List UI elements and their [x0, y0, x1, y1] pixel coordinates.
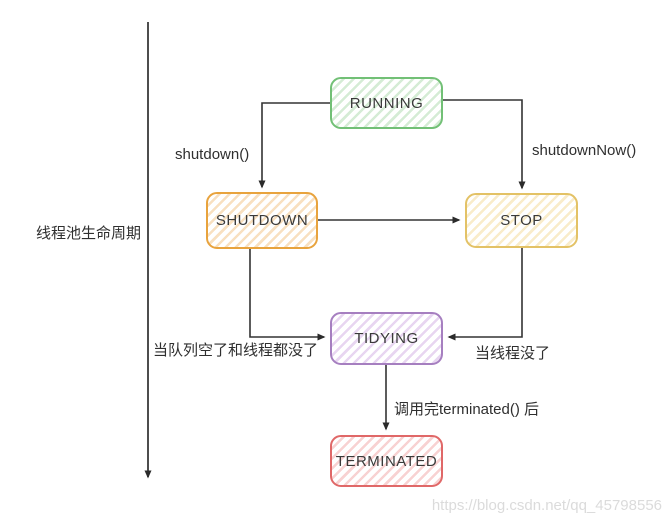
edge-label-threads-gone: 当线程没了 — [475, 345, 551, 362]
state-node-running: RUNNING — [330, 77, 443, 129]
state-node-shutdown: SHUTDOWN — [206, 192, 318, 249]
edge-running-to-shutdown — [258, 102, 330, 189]
edge-stop-to-tidying — [447, 248, 523, 341]
lifecycle-axis-label: 线程池生命周期 — [36, 225, 142, 242]
edge-label-shutdownnow-call: shutdownNow() — [532, 142, 637, 159]
state-node-tidying: TIDYING — [330, 312, 443, 365]
state-label-stop: STOP — [500, 212, 543, 229]
state-label-shutdown: SHUTDOWN — [215, 212, 309, 229]
state-label-terminated: TERMINATED — [335, 452, 438, 470]
edge-label-queue-empty-threads-gone: 当队列空了和线程都没了 — [153, 342, 319, 359]
state-label-running: RUNNING — [349, 94, 424, 112]
edge-label-terminated-call: 调用完terminated() 后 — [394, 401, 540, 418]
state-node-stop: STOP — [465, 193, 578, 248]
watermark-url: https://blog.csdn.net/qq_45798556 — [431, 497, 662, 514]
edge-label-shutdown-call: shutdown() — [175, 146, 250, 163]
state-label-tidying: TIDYING — [354, 330, 419, 347]
edge-shutdown-to-tidying — [249, 249, 326, 341]
edge-running-to-stop — [443, 99, 526, 190]
state-node-terminated: TERMINATED — [330, 435, 443, 487]
